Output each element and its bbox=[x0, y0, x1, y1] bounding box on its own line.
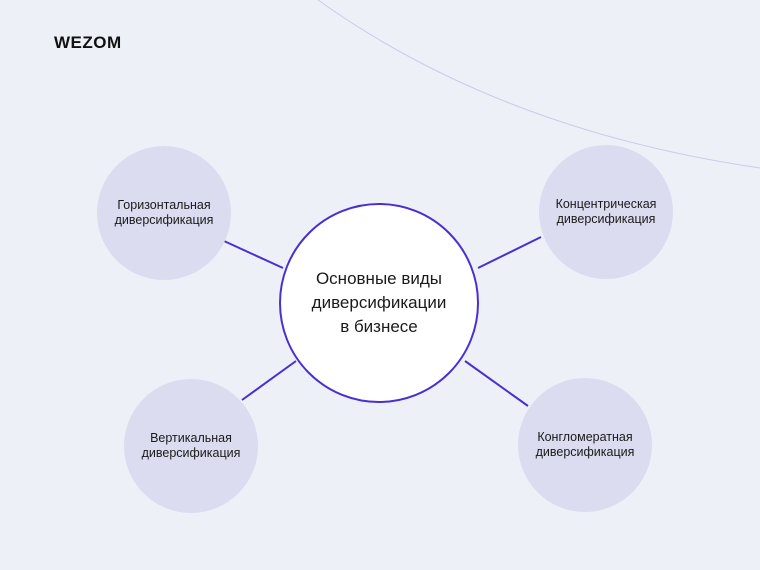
node-horizontal-diversification: Горизонтальная диверсификация bbox=[97, 146, 231, 280]
central-node-label-line: диверсификации bbox=[311, 293, 447, 312]
node-label-line: Вертикальная bbox=[150, 431, 232, 445]
decorative-arc bbox=[317, 0, 760, 169]
node-label-line: диверсификация bbox=[141, 446, 241, 460]
node-label-line: диверсификация bbox=[114, 213, 214, 227]
central-node: Основные виды диверсификации в бизнесе bbox=[279, 203, 479, 403]
central-node-label-line: Основные виды bbox=[315, 269, 443, 288]
node-concentric-diversification: Концентрическая диверсификация bbox=[539, 145, 673, 279]
node-label-line: диверсификация bbox=[535, 445, 635, 459]
node-vertical-diversification: Вертикальная диверсификация bbox=[124, 379, 258, 513]
connector-bottom-left bbox=[241, 360, 297, 401]
connector-top-right bbox=[477, 236, 542, 269]
node-label-line: Концентрическая bbox=[555, 197, 657, 211]
wezom-logo: WEZOM bbox=[54, 33, 122, 52]
node-label-line: Горизонтальная bbox=[117, 198, 211, 212]
node-label-line: диверсификация bbox=[556, 212, 656, 226]
node-conglomerate-diversification: Конгломератная диверсификация bbox=[518, 378, 652, 512]
connector-top-left bbox=[223, 240, 284, 269]
connector-bottom-right bbox=[464, 360, 529, 407]
central-node-label-line: в бизнесе bbox=[340, 317, 418, 336]
node-label-line: Конгломератная bbox=[537, 430, 633, 444]
